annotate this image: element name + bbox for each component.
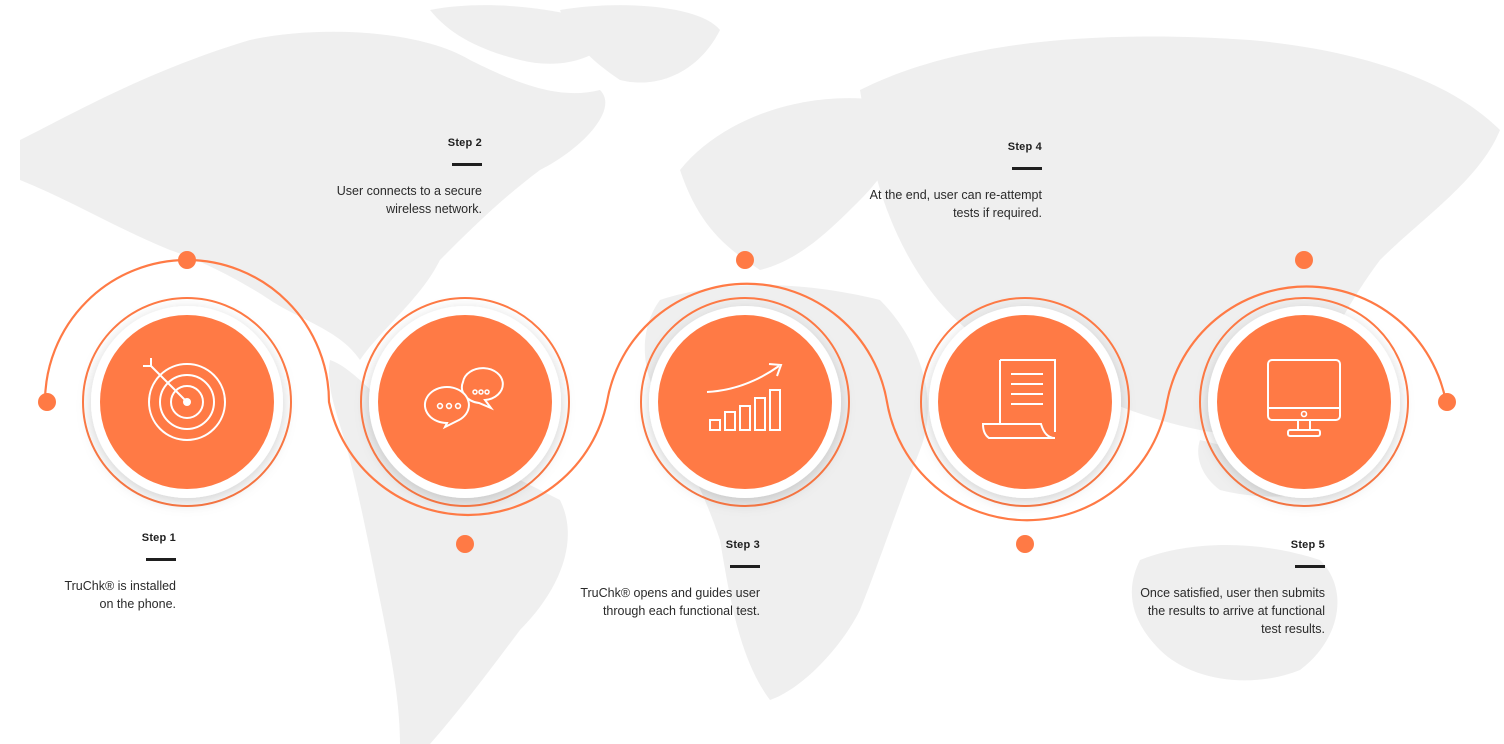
step-2-divider	[452, 163, 482, 166]
step-2-desc-line-1: User connects to a secure	[336, 184, 482, 198]
step-3-outer-ring	[640, 297, 850, 507]
step-5-connector-dot	[1295, 251, 1313, 269]
step-3-orange-disc	[658, 315, 832, 489]
step-5-desc-line-2: the results to arrive at functional	[1147, 604, 1325, 618]
step-2-connector-dot	[456, 535, 474, 553]
step-4-connector-dot	[1016, 535, 1034, 553]
document-scroll-icon	[981, 359, 1056, 439]
step-1-connector-dot	[178, 251, 196, 269]
step-5-desc-line-3: test results.	[1261, 622, 1325, 636]
step-3-connector-dot	[736, 251, 754, 269]
step-4-desc-line-2: tests if required.	[953, 206, 1042, 220]
step-2-block: Step 2 User connects to a secure wireles…	[242, 137, 482, 218]
step-4-description: At the end, user can re-attempt tests if…	[802, 186, 1042, 222]
step-3-divider	[730, 565, 760, 568]
step-3-title: Step 3	[725, 539, 760, 551]
step-5-outer-ring	[1199, 297, 1409, 507]
step-4-title: Step 4	[1007, 141, 1042, 153]
growth-chart-icon	[706, 363, 783, 431]
step-1-description: TruChk® is installed on the phone.	[0, 577, 176, 613]
step-5-node	[1199, 251, 1409, 507]
step-2-outer-ring	[360, 297, 570, 507]
step-4-divider	[1012, 167, 1042, 170]
step-1-block: Step 1 TruChk® is installed on the phone…	[0, 532, 176, 613]
step-2-desc-line-2: wireless network.	[386, 202, 482, 216]
step-3-node	[640, 251, 850, 507]
step-3-description: TruChk® opens and guides user through ea…	[520, 584, 760, 620]
step-1-title: Step 1	[141, 532, 176, 544]
step-3-desc-line-1: TruChk® opens and guides user	[580, 586, 760, 600]
step-3-block: Step 3 TruChk® opens and guides user thr…	[520, 539, 760, 620]
step-1-outer-ring	[82, 297, 292, 507]
wave-start-dot	[38, 393, 56, 411]
step-3-desc-line-2: through each functional test.	[602, 604, 760, 618]
step-5-title: Step 5	[1290, 539, 1325, 551]
step-2-description: User connects to a secure wireless netwo…	[242, 182, 482, 218]
step-1-node	[82, 251, 292, 507]
step-5-desc-line-1: Once satisfied, user then submits	[1140, 586, 1325, 600]
monitor-icon	[1267, 359, 1341, 437]
step-4-desc-line-1: At the end, user can re-attempt	[869, 188, 1042, 202]
step-5-orange-disc	[1217, 315, 1391, 489]
step-5-description: Once satisfied, user then submits the re…	[1085, 584, 1325, 638]
step-5-block: Step 5 Once satisfied, user then submits…	[1085, 539, 1325, 638]
step-4-outer-ring	[920, 297, 1130, 507]
step-4-node	[920, 297, 1130, 553]
step-2-title: Step 2	[447, 137, 482, 149]
step-1-divider	[146, 558, 176, 561]
step-1-desc-line-1: TruChk® is installed	[64, 579, 176, 593]
wave-end-dot	[1438, 393, 1456, 411]
target-icon	[143, 358, 226, 441]
step-2-node	[360, 297, 570, 553]
step-4-orange-disc	[938, 315, 1112, 489]
wave-connector-line	[43, 258, 1448, 522]
step-1-desc-line-2: on the phone.	[99, 597, 176, 611]
step-5-divider	[1295, 565, 1325, 568]
chat-bubbles-icon	[423, 367, 504, 430]
step-4-block: Step 4 At the end, user can re-attempt t…	[802, 141, 1042, 222]
